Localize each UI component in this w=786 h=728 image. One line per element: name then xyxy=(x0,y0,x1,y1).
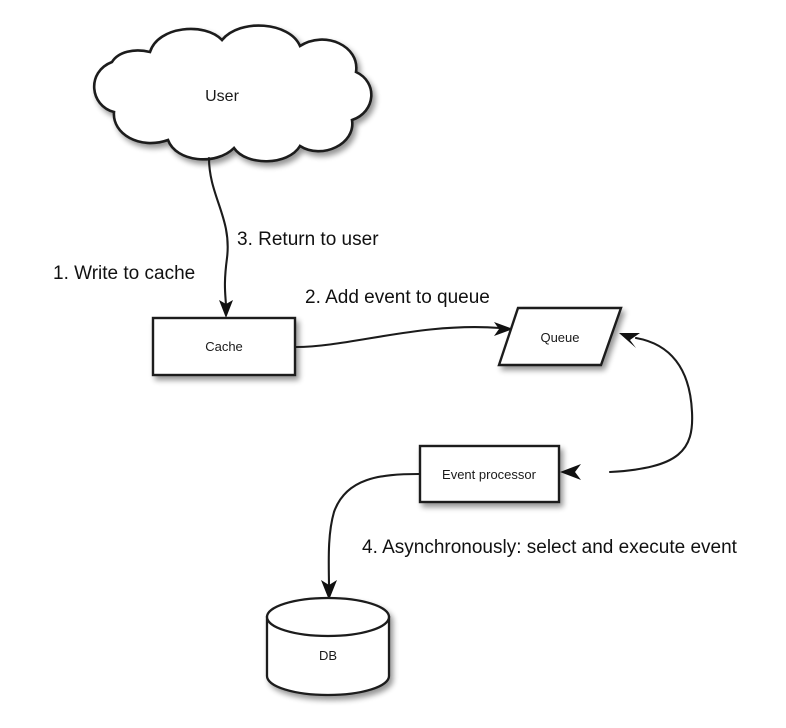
node-db-label: DB xyxy=(319,648,337,663)
node-cache-label: Cache xyxy=(205,339,243,354)
node-user-label: User xyxy=(205,88,239,105)
arrowhead-queue-in-left xyxy=(494,322,513,336)
node-event-processor-label: Event processor xyxy=(442,467,537,482)
node-user[interactable]: User xyxy=(92,24,373,163)
edge-cache-to-queue xyxy=(294,322,513,349)
edge-event-processor-to-db xyxy=(321,472,421,600)
edge-queue-event-processor-loop xyxy=(560,333,694,480)
node-event-processor[interactable]: Event processor xyxy=(418,444,561,504)
step-label-1: 1. Write to cache xyxy=(53,263,195,284)
step-label-3: 3. Return to user xyxy=(237,229,379,250)
step-label-2: 2. Add event to queue xyxy=(305,287,490,308)
arrowhead-event-processor-in xyxy=(560,464,581,480)
node-cache[interactable]: Cache xyxy=(151,316,297,377)
step-label-4: 4. Asynchronously: select and execute ev… xyxy=(362,537,738,558)
node-queue-label: Queue xyxy=(540,330,579,345)
node-queue[interactable]: Queue xyxy=(497,306,623,367)
arrowhead-db-in xyxy=(321,580,337,600)
edge-user-to-cache xyxy=(207,156,233,318)
arrowhead-queue-in-right xyxy=(619,333,640,348)
arrowhead-cache-in xyxy=(219,300,233,318)
node-db[interactable]: DB xyxy=(265,596,391,697)
